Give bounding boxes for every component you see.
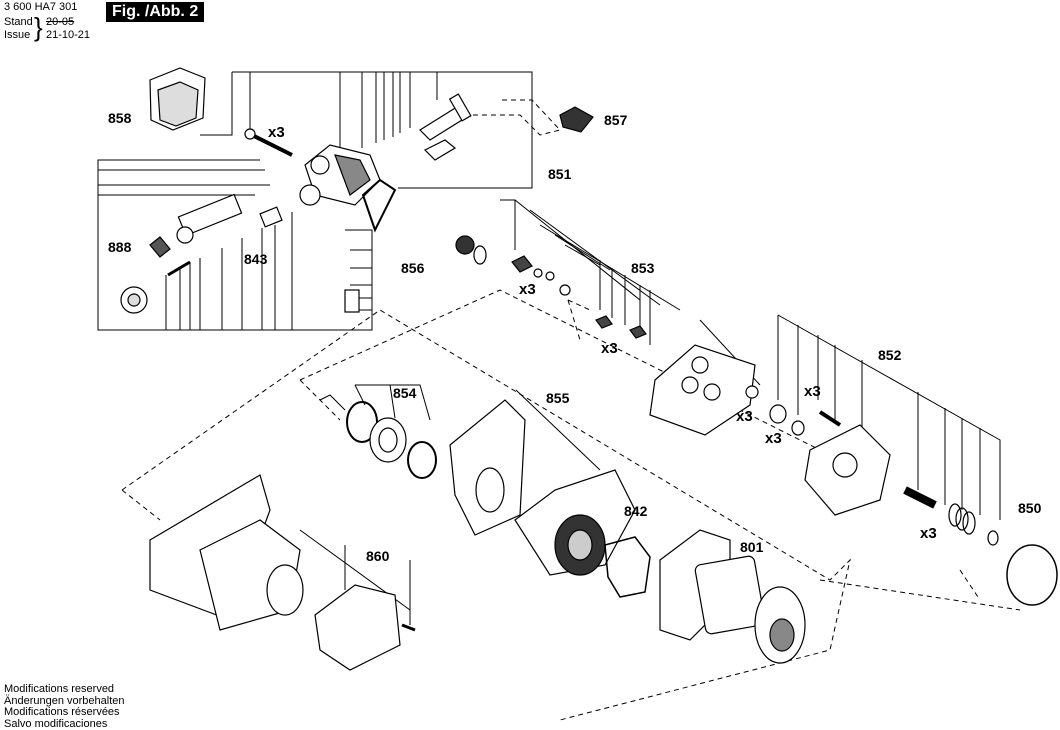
figure-label: Fig. /Abb. 2 bbox=[106, 2, 205, 22]
qty-valves-b: x3 bbox=[601, 340, 618, 357]
frame-888 bbox=[97, 159, 373, 331]
pump-head-parts bbox=[120, 67, 1058, 606]
part-number-853: 853 bbox=[631, 260, 655, 276]
part-number-860: 860 bbox=[366, 548, 390, 564]
part-number-852: 852 bbox=[878, 347, 902, 363]
brace-glyph: } bbox=[34, 12, 43, 42]
part-number-888: 888 bbox=[108, 239, 132, 255]
qty-screws-top: x3 bbox=[268, 124, 285, 141]
part-number-850: 850 bbox=[1018, 500, 1042, 516]
qty-valves-a: x3 bbox=[519, 281, 536, 298]
motor-assembly bbox=[149, 399, 806, 671]
part-number-855: 855 bbox=[546, 390, 570, 406]
footer-line-en: Modifications reserved bbox=[4, 683, 115, 695]
part-number-842: 842 bbox=[624, 503, 648, 519]
issue-value: 21-10-21 bbox=[46, 29, 91, 41]
footer-line-fr: Modifications réservées bbox=[4, 706, 120, 718]
part-number-856: 856 bbox=[401, 260, 425, 276]
part-number-854: 854 bbox=[393, 385, 417, 401]
frame-851 bbox=[232, 71, 533, 189]
stand-value: 20-05 bbox=[46, 16, 75, 28]
footer-notes: Modifications reserved Änderungen vorbeh… bbox=[4, 683, 125, 730]
part-number-801: 801 bbox=[740, 539, 764, 555]
qty-seal-a: x3 bbox=[736, 408, 753, 425]
footer-line-de: Änderungen vorbehalten bbox=[4, 694, 125, 707]
stand-label: Stand bbox=[4, 16, 33, 28]
part-number-857: 857 bbox=[604, 112, 628, 128]
footer-line-es: Salvo modificaciones bbox=[4, 717, 108, 730]
qty-seal-b: x3 bbox=[765, 430, 782, 447]
qty-bolt: x3 bbox=[804, 383, 821, 400]
part-number-843: 843 bbox=[244, 251, 268, 267]
part-number-858: 858 bbox=[108, 110, 132, 126]
doc-number: 3 600 HA7 301 bbox=[4, 1, 78, 13]
qty-springs: x3 bbox=[920, 525, 937, 542]
part-number-851: 851 bbox=[548, 166, 572, 182]
issue-label: Issue bbox=[4, 29, 31, 41]
